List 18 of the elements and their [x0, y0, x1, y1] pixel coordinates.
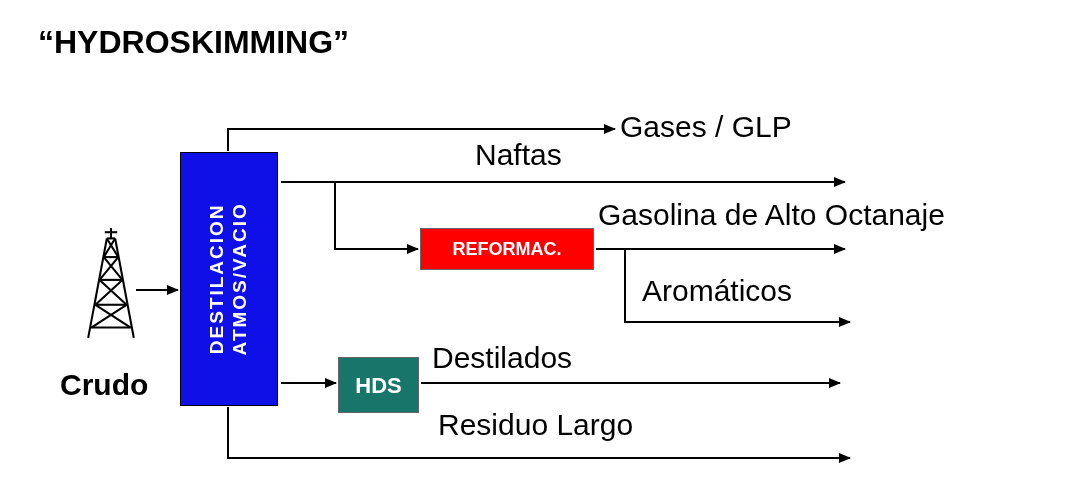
title: “HYDROSKIMMING”	[38, 26, 350, 58]
arrow	[280, 177, 846, 187]
arrow	[227, 124, 616, 152]
arrow	[420, 378, 841, 388]
arrow	[334, 181, 419, 254]
process-box: REFORMAC.	[420, 228, 594, 270]
arrow	[280, 378, 337, 388]
arrow	[227, 406, 851, 463]
process-box: HDS	[338, 357, 419, 413]
node-caption: Crudo	[60, 370, 149, 400]
edge-label: Gasolina de Alto Octanaje	[598, 200, 945, 230]
box-label: DESTILACION ATMOS/VACIO	[206, 202, 250, 356]
edge-label: Residuo Largo	[438, 410, 634, 440]
product-label: Gases / GLP	[620, 110, 792, 143]
arrow	[624, 248, 851, 327]
process-box	[180, 152, 278, 406]
arrow	[595, 244, 846, 254]
arrow	[135, 285, 179, 295]
